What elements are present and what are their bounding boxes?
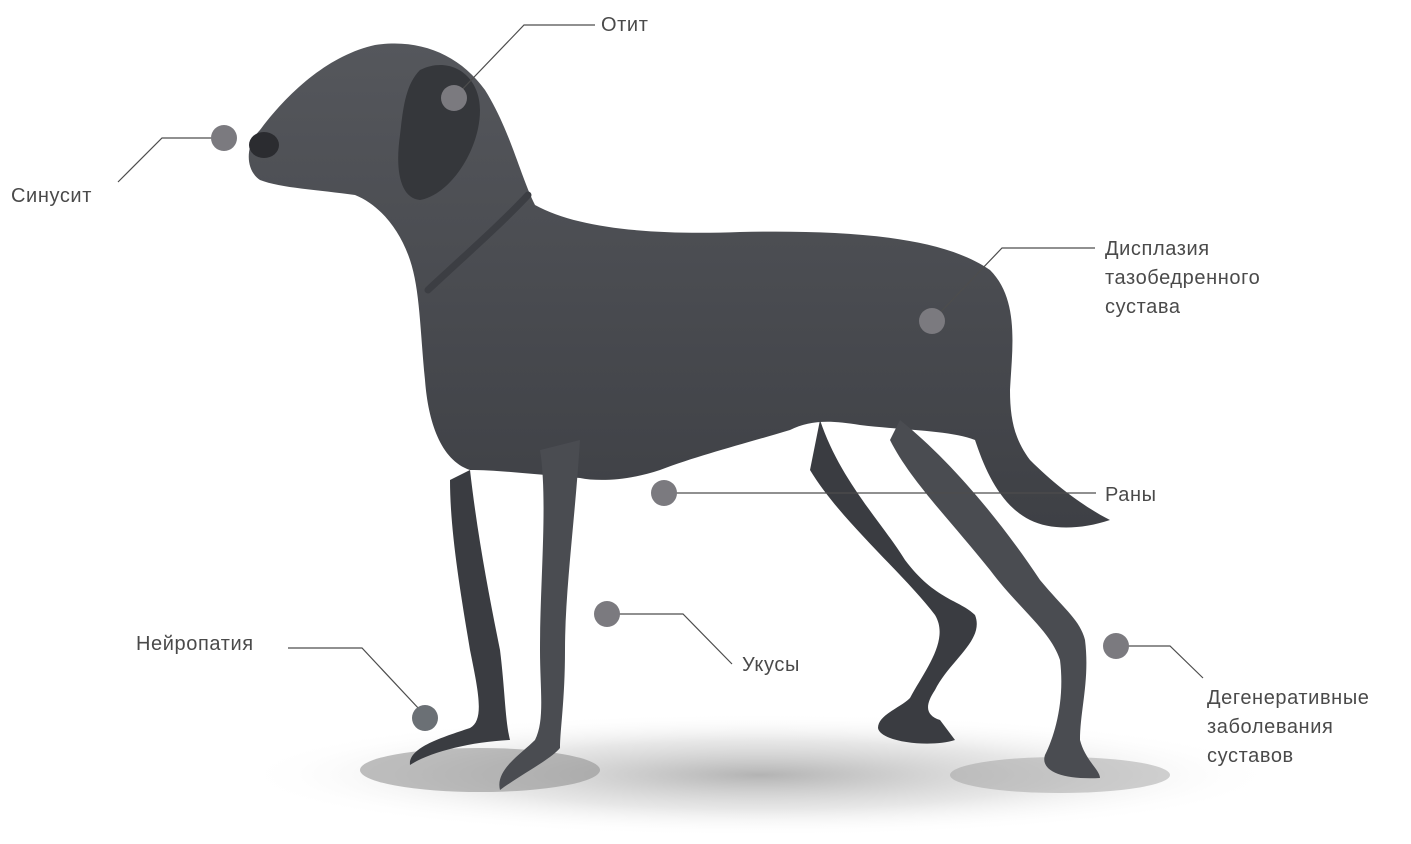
hip-dysplasia-label: Дисплазия тазобедренного сустава [1105,235,1260,322]
neuropathy-label: Нейропатия [136,632,254,656]
otitis-label: Отит [601,13,648,37]
otitis-hotspot-icon[interactable] [441,85,467,111]
leader-line-sinusitis [118,138,224,182]
leader-line-neuropathy [288,648,420,710]
paw-shadow-front [360,748,600,792]
hip-dysplasia-hotspot-icon[interactable] [919,308,945,334]
degenerative-joint-disease-label: Дегенеративные заболевания суставов [1207,684,1370,771]
bites-label: Укусы [742,653,800,677]
wounds-label: Раны [1105,483,1157,507]
neuropathy-hotspot-icon[interactable] [412,705,438,731]
bites-hotspot-icon[interactable] [594,601,620,627]
leader-line-degenerative-joint-disease [1116,646,1203,678]
dog-silhouette [249,43,1110,790]
wounds-hotspot-icon[interactable] [651,480,677,506]
leader-line-bites [607,614,732,664]
sinusitis-hotspot-icon[interactable] [211,125,237,151]
degenerative-joint-disease-hotspot-icon[interactable] [1103,633,1129,659]
sinusitis-label: Синусит [11,184,92,208]
